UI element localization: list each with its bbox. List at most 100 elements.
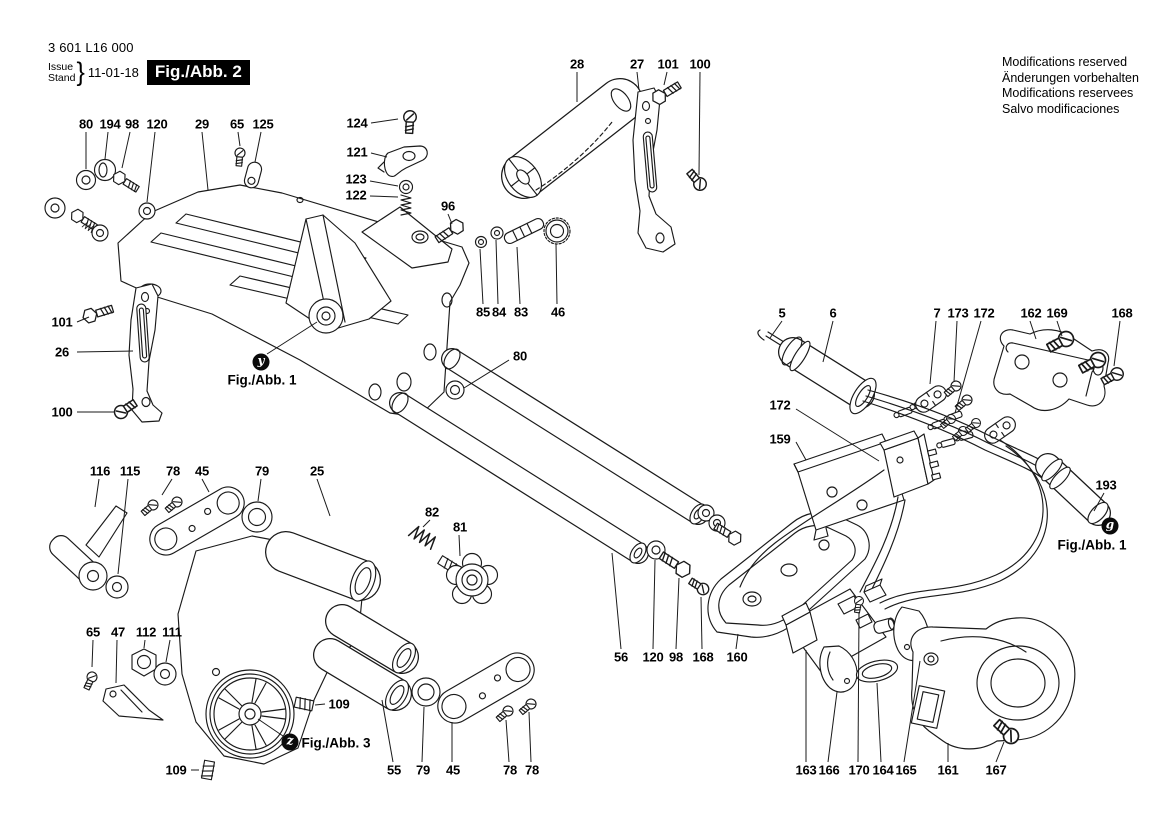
ring-85 bbox=[474, 235, 488, 249]
figure-badge: Fig./Abb. 2 bbox=[146, 60, 250, 85]
part-callout-115: 115 bbox=[119, 463, 141, 479]
washer-115 bbox=[105, 575, 129, 599]
cover-plate-160 bbox=[707, 511, 870, 638]
nut-112 bbox=[131, 648, 157, 677]
part-callout-27: 27 bbox=[629, 56, 645, 72]
notice-line: Modifications reservees bbox=[1002, 86, 1134, 100]
clamp-125 bbox=[243, 161, 263, 189]
part-callout-78: 78 bbox=[502, 762, 518, 778]
part-callout-116: 116 bbox=[89, 463, 111, 479]
part-callout-78: 78 bbox=[524, 762, 540, 778]
part-callout-78: 78 bbox=[165, 463, 181, 479]
part-callout-7: 7 bbox=[933, 305, 941, 321]
part-callout-84: 84 bbox=[491, 304, 507, 320]
part-callout-45: 45 bbox=[445, 762, 461, 778]
part-callout-65: 65 bbox=[85, 624, 101, 640]
bracket-26 bbox=[128, 283, 163, 423]
base-casting-29 bbox=[117, 184, 470, 418]
part-callout-83: 83 bbox=[513, 304, 529, 320]
part-callout-168: 168 bbox=[1111, 305, 1133, 321]
part-callout-45: 45 bbox=[194, 463, 210, 479]
part-callout-55: 55 bbox=[386, 762, 402, 778]
part-callout-160: 160 bbox=[726, 649, 748, 665]
part-callout-80: 80 bbox=[78, 116, 94, 132]
part-callout-172: 172 bbox=[769, 397, 791, 413]
part-callout-65: 65 bbox=[229, 116, 245, 132]
part-callout-167: 167 bbox=[985, 762, 1007, 778]
part-callout-111: 111 bbox=[162, 624, 182, 640]
part-callout-46: 46 bbox=[550, 304, 566, 320]
figure-marker-y: y bbox=[252, 353, 270, 371]
pointer-47 bbox=[102, 684, 164, 721]
part-callout-162: 162 bbox=[1020, 305, 1042, 321]
part-callout-56: 56 bbox=[613, 649, 629, 665]
part-callout-109: 109 bbox=[165, 762, 187, 778]
part-callout-120: 120 bbox=[642, 649, 664, 665]
brace-glyph: } bbox=[76, 57, 85, 87]
washer-111 bbox=[153, 662, 177, 686]
pin-83 bbox=[503, 217, 545, 245]
part-callout-96: 96 bbox=[440, 198, 456, 214]
fastener-set-top-left bbox=[44, 158, 156, 242]
part-callout-79: 79 bbox=[254, 463, 270, 479]
cap-164 bbox=[855, 659, 899, 683]
part-callout-112: 112 bbox=[135, 624, 157, 640]
knob-81 bbox=[445, 552, 499, 605]
link-plate-45-upper bbox=[149, 486, 245, 556]
part-callout-164: 164 bbox=[872, 762, 894, 778]
figure-marker-g: g bbox=[1101, 517, 1119, 535]
cord-sleeve-6 bbox=[778, 336, 877, 415]
figure-ref-label-g: Fig./Abb. 1 bbox=[1057, 537, 1127, 553]
part-callout-193: 193 bbox=[1095, 477, 1117, 493]
notice-line: Änderungen vorbehalten bbox=[1002, 70, 1139, 85]
switch-172 bbox=[879, 430, 942, 498]
handle-28 bbox=[501, 78, 643, 199]
ring-79-upper bbox=[241, 501, 273, 533]
part-callout-6: 6 bbox=[829, 305, 837, 321]
part-callout-172: 172 bbox=[973, 305, 995, 321]
figure-marker-z: z bbox=[281, 733, 299, 751]
part-callout-79: 79 bbox=[415, 762, 431, 778]
notice-line: Modifications reserved bbox=[1002, 55, 1128, 69]
part-callout-98: 98 bbox=[124, 116, 140, 132]
part-callout-82: 82 bbox=[424, 504, 440, 520]
flap-166 bbox=[819, 645, 858, 693]
cam-lever-121 bbox=[377, 145, 428, 178]
part-callout-123: 123 bbox=[345, 171, 367, 187]
part-callout-98: 98 bbox=[668, 649, 684, 665]
model-number: 3 601 L16 000 bbox=[48, 40, 134, 55]
wires bbox=[739, 389, 1051, 610]
part-callout-124: 124 bbox=[346, 115, 368, 131]
figure-ref-label-y: Fig./Abb. 1 bbox=[227, 372, 297, 388]
part-callout-166: 166 bbox=[818, 762, 840, 778]
lever-116 bbox=[49, 505, 128, 591]
part-callout-28: 28 bbox=[569, 56, 585, 72]
part-callout-194: 194 bbox=[99, 116, 121, 132]
washer-84 bbox=[490, 226, 504, 240]
part-callout-170: 170 bbox=[848, 762, 870, 778]
modification-notices: Modifications reserved Änderungen vorbeh… bbox=[1002, 55, 1139, 117]
part-callout-163: 163 bbox=[795, 762, 817, 778]
ring-79-lower bbox=[411, 677, 441, 707]
issue-label-en: Issue bbox=[48, 60, 74, 73]
part-callout-101: 101 bbox=[51, 314, 73, 330]
part-callout-161: 161 bbox=[937, 762, 959, 778]
part-callout-85: 85 bbox=[475, 304, 491, 320]
bracket-27 bbox=[632, 87, 676, 253]
part-callout-29: 29 bbox=[194, 116, 210, 132]
block-163 bbox=[781, 602, 818, 654]
cord-sleeve-193 bbox=[1035, 453, 1111, 526]
part-callout-101: 101 bbox=[657, 56, 679, 72]
switch-plate-assembly bbox=[785, 578, 887, 674]
link-plate-45-lower bbox=[437, 652, 535, 724]
arm-casting-25 bbox=[177, 531, 419, 765]
part-callout-173: 173 bbox=[947, 305, 969, 321]
nut-123 bbox=[398, 179, 414, 195]
part-callout-100: 100 bbox=[51, 404, 73, 420]
part-callout-121: 121 bbox=[346, 144, 368, 160]
rod-end-washers bbox=[697, 504, 726, 532]
part-callout-159: 159 bbox=[769, 431, 791, 447]
figure-ref-label-z: Fig./Abb. 3 bbox=[301, 735, 371, 751]
issue-row: Issue Stand } 11-01-18 Fig./Abb. 2 bbox=[48, 57, 250, 87]
